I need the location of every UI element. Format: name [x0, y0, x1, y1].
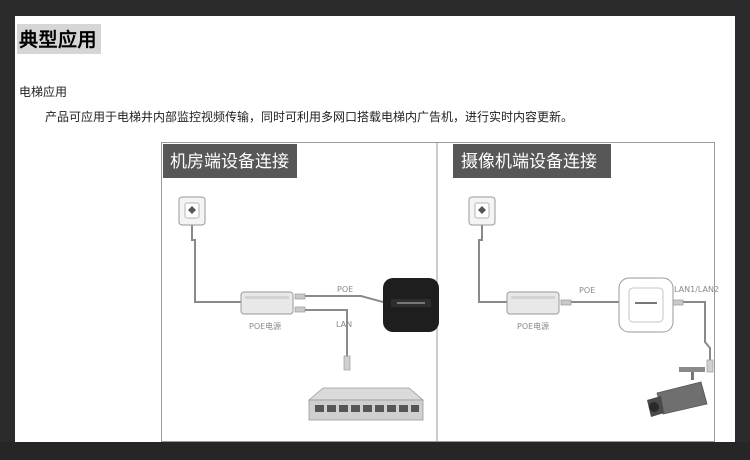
right-panel: 摄像机端设备连接 POE电源 POE — [453, 144, 719, 417]
wall-socket-icon — [468, 196, 496, 226]
left-lan-label: LAN — [336, 320, 352, 329]
body-paragraph: 产品可应用于电梯井内部监控视频传输，同时可利用多网口搭载电梯内广告机，进行实时内… — [45, 110, 574, 124]
connection-diagram: 机房端设备连接 POE电源 POE — [161, 142, 719, 442]
section-title-highlight: 典型应用 — [17, 24, 102, 54]
network-switch-icon — [307, 387, 425, 421]
network-device-icon — [618, 277, 674, 333]
left-injector-label: POE电源 — [249, 321, 281, 331]
right-poe-label: POE — [579, 286, 595, 295]
right-injector-label: POE电源 — [517, 321, 549, 331]
right-lan-label: LAN1/LAN2 — [674, 285, 719, 294]
bottom-strip — [0, 442, 750, 460]
right-panel-header-bg — [453, 144, 611, 178]
poe-injector-icon — [506, 291, 560, 315]
section-title: 典型应用 — [19, 29, 98, 51]
left-panel-header-bg — [163, 144, 297, 178]
left-panel-header: 机房端设备连接 — [170, 152, 289, 172]
left-panel: 机房端设备连接 POE电源 POE — [163, 144, 439, 421]
document-page: 典型应用 电梯应用 产品可应用于电梯井内部监控视频传输，同时可利用多网口搭载电梯… — [15, 16, 735, 442]
right-panel-header: 摄像机端设备连接 — [461, 152, 597, 172]
network-device-icon — [383, 278, 439, 332]
left-poe-label: POE — [337, 285, 353, 294]
wall-socket-icon — [178, 196, 206, 226]
poe-injector-icon — [240, 291, 294, 315]
camera-icon — [647, 367, 708, 417]
subheading: 电梯应用 — [19, 85, 68, 99]
